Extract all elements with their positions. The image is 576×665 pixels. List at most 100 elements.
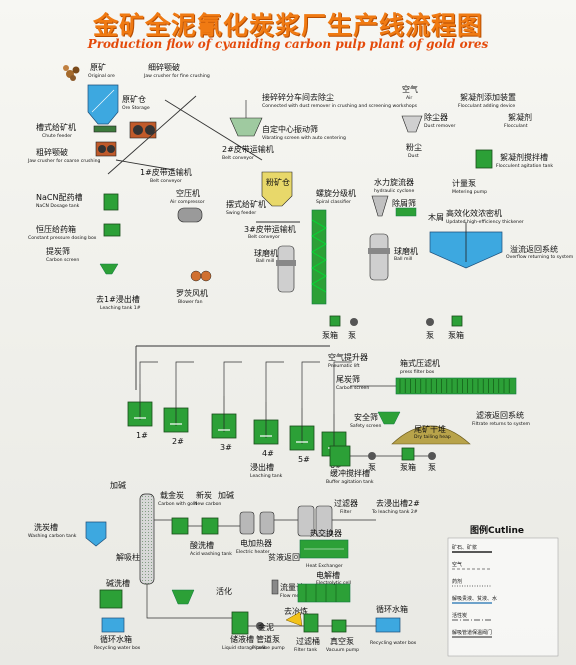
new-carbon-label: 新炭 xyxy=(196,490,212,500)
legend-title: 图例Cutline xyxy=(470,524,524,536)
carbon-tank xyxy=(171,517,189,535)
coarse-jaw-crusher xyxy=(95,141,117,157)
belt2-label: 2#皮带运输机 xyxy=(222,144,274,154)
dust-label: 粉尘 xyxy=(406,142,422,152)
belt1-label: 1#皮带运输机 xyxy=(140,167,192,177)
washing-tank-label-en: Washing carbon tank xyxy=(28,533,77,539)
alkali-tank-label: 碱洗槽 xyxy=(106,578,130,588)
barren-return-label: 贫液返回 xyxy=(268,552,300,562)
spiral-classifier xyxy=(311,209,327,305)
electrolysis-label: 电解槽 xyxy=(316,570,340,580)
pipeline-pump-label: 管道泵 xyxy=(256,634,280,644)
pump-1 xyxy=(350,318,358,326)
roots-blower-label-en: Blower fan xyxy=(178,299,203,305)
electric-heater xyxy=(239,511,275,535)
belt3-label: 3#皮带运输机 xyxy=(244,224,296,234)
flocculant-label: 絮凝剂 xyxy=(508,112,532,122)
desorption-label: 解吸柱 xyxy=(116,552,140,562)
tail-screen-label: 尾炭筛 xyxy=(336,374,360,384)
recycle-water-box-2 xyxy=(375,617,401,633)
pipeline-pump-label-en: Pipeline pump xyxy=(252,645,285,651)
nacn-label-en: NaCN Dosage tank xyxy=(36,203,80,209)
gold-bar-icon xyxy=(285,611,303,627)
poster-title-en: Production flow of cyaniding carbon pulp… xyxy=(87,37,489,51)
tail-screen-label-en: Carbon screen xyxy=(336,385,369,391)
air-lift-label: 空气提升器 xyxy=(328,352,368,362)
flocculant-device-label: 絮凝剂添加装置 xyxy=(460,92,516,102)
swing-feeder-label-en: Swing feeder xyxy=(226,210,256,216)
powder-bin-label: 粉矿仓 xyxy=(266,177,290,187)
box-filter-label-en: press filter box xyxy=(400,369,435,375)
pump-box-1-label: 泵箱 xyxy=(322,330,338,340)
pump-3-label: 泵 xyxy=(368,463,376,472)
leaching-tank-5: 5# xyxy=(289,408,315,464)
electrolytic-cell xyxy=(297,583,351,603)
dry-tailing-heap xyxy=(391,425,471,445)
tank-number-3: 3# xyxy=(220,443,232,452)
tailings-label-en: Dry tailing heap xyxy=(414,434,451,440)
air-compressor-label-en: Air compressor xyxy=(170,199,205,205)
vacuum-pump-label-en: Vacuum pump xyxy=(326,647,359,653)
tank-feed-pipe xyxy=(139,361,158,384)
filter-tank-label-en: Filter tank xyxy=(294,647,317,653)
washing-tank-label: 洗炭槽 xyxy=(34,522,58,532)
to-smelt-label: 去冶炼 xyxy=(284,606,308,616)
pump-4-label: 泵 xyxy=(428,463,436,472)
buffer-tank-label: 缓冲搅拌槽 xyxy=(330,468,370,478)
legend-item-5: 活性炭 xyxy=(452,612,467,619)
ore-bin-label-en: Ore Storage xyxy=(122,105,150,111)
flowmeter-label: 流量计 xyxy=(280,582,304,592)
tank-feed-pipe xyxy=(333,361,352,414)
flocculant-tank xyxy=(475,149,493,169)
carbon-screen-label-en: Carbon screen xyxy=(46,257,79,263)
vacuum-pump-label: 真空泵 xyxy=(330,636,354,646)
chute-feeder-label: 槽式给矿机 xyxy=(36,122,76,132)
flocculant-tank-label: 絮凝剂搅拌槽 xyxy=(500,152,548,162)
heat-exchanger-label-en: Heat Exchanger xyxy=(306,563,343,569)
legend-item-3: 药剂 xyxy=(452,578,462,585)
tank-number-4: 4# xyxy=(262,449,274,458)
tank-number-1: 1# xyxy=(136,431,148,440)
to-leach-2-label-en: To leaching tank 2# xyxy=(371,509,418,515)
pump-2-label: 泵 xyxy=(426,331,434,340)
liquid-storage-tank xyxy=(231,611,249,635)
filter-label: 过滤器 xyxy=(334,498,358,508)
pump-box-2-label: 泵箱 xyxy=(448,330,464,340)
ore-label: 原矿 xyxy=(90,62,106,72)
leaching-tank-2: 2# xyxy=(163,390,189,446)
pump-box-2 xyxy=(451,315,463,327)
tailings-label: 尾矿干堆 xyxy=(414,424,446,434)
air-label-en: Air xyxy=(406,95,412,101)
carbon-screen xyxy=(99,263,119,275)
to-leach-2-label: 去浸出槽2# xyxy=(376,498,420,508)
tank-feed-pipe xyxy=(301,361,320,408)
acid-tank-label: 酸洗槽 xyxy=(190,540,214,550)
air-compressor-label: 空压机 xyxy=(176,188,200,198)
wood-chip-screen xyxy=(395,207,417,217)
air-label: 空气 xyxy=(402,84,418,94)
filtrate-return-label-en: Filtrate returns to system xyxy=(472,421,531,427)
pump-4 xyxy=(428,452,436,460)
leaching-tank-1: 1# xyxy=(127,384,153,440)
recycle-tank-2-label-en: Recycling water box xyxy=(370,640,417,646)
dust-remover xyxy=(401,115,423,133)
tank-number-5: 5# xyxy=(298,455,310,464)
powder-bin xyxy=(261,171,293,207)
desorption-column xyxy=(139,493,155,585)
crushing-workshop-label-en: Connected with dust remover in crushing … xyxy=(262,103,418,109)
spiral-classifier-label-en: Spiral classifier xyxy=(316,199,351,205)
thickener xyxy=(429,222,503,269)
leach-1-label-en: Leaching tank 1# xyxy=(100,305,141,311)
gold-carbon-label: 载金炭 xyxy=(160,490,184,500)
vibrating-screen xyxy=(229,100,263,137)
spiral-classifier-label: 螺旋分级机 xyxy=(316,188,356,198)
ore-bin-label: 原矿仓 xyxy=(122,94,146,104)
heat-exchanger-label: 热交换器 xyxy=(310,528,342,538)
nacn-tank xyxy=(103,193,119,211)
leaching-tank-label-en: Leaching tank xyxy=(250,473,283,479)
fine-crusher-label: 细碎颚破 xyxy=(148,62,180,72)
safety-screen-label-en: Safety screen xyxy=(350,423,382,429)
ore-pile xyxy=(63,65,80,81)
wood-label: 木屑 xyxy=(428,212,444,222)
